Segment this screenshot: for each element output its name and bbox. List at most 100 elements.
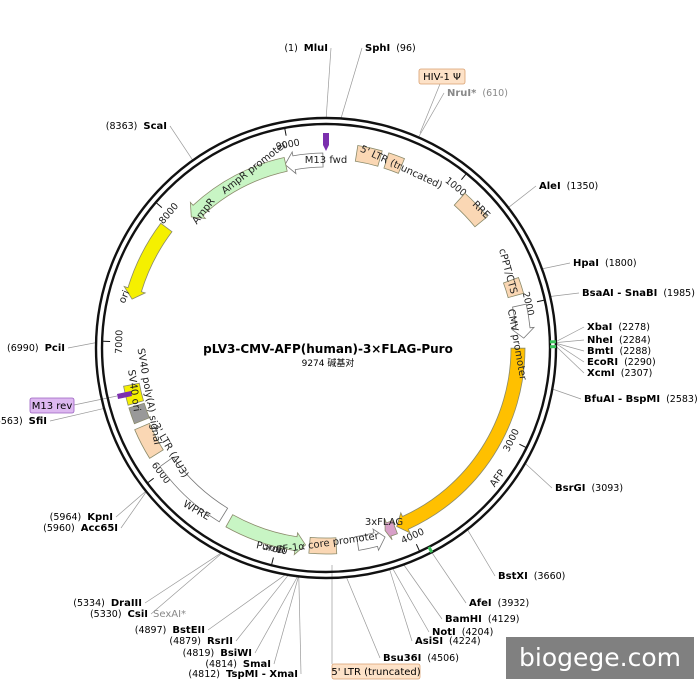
site-name-bsaai-snabi: BsaAI - SnaBI [582,288,657,299]
feature-ef-1a-core-promoter [356,528,386,552]
site-pos-sphi: (96) [396,43,416,54]
leader-nrui [418,92,445,138]
site-name-mlui: MluI [304,43,328,54]
site-bstxi: BstXI (3660) [498,571,565,582]
site-bfuai-bspmi: BfuAI - BspMI (2583) [584,394,698,405]
site-name-smai: SmaI [243,659,271,670]
feature-afp [396,347,526,534]
site-acc65i: (5960)Acc65I [43,523,118,534]
site-pcii: (6990)PciI [7,343,65,354]
tick-label-8000: 8000 [157,201,181,227]
site-name-bsteii: BstEII [172,625,205,636]
feature-5-ltr-truncated-2 [308,536,338,555]
site-name-xbai: XbaI [587,322,612,333]
feature-label-cppt-cts: cPPT/CTS [496,247,519,295]
watermark: biogege.com [506,637,694,679]
leader-bfuai-bspmi [552,388,582,400]
feature-wpre [159,456,229,523]
site-name-afei: AfeI [469,598,492,609]
site-pos-bmti: (2288) [620,346,652,357]
tick-2000 [536,299,544,303]
label-m13-rev-text: M13 rev [32,401,73,412]
site-kpni: (5964)KpnI [50,512,113,523]
leader-sfii [49,408,105,422]
site-pos-bstxi: (3660) [534,571,566,582]
site-pos-alei: (1350) [567,181,599,192]
leader-draiii [144,552,222,604]
site-afei: AfeI(3932) [469,598,529,609]
site-hpai: HpaI(1800) [573,258,637,269]
primer-m13-fwd-arrow [323,133,329,151]
leader-pcii [67,342,97,349]
label-5-ltr-truncated-box [331,663,421,680]
leader-xbai [555,326,585,342]
site-name-xcmi: XcmI [587,368,615,379]
site-name-bmti: BmtI [587,346,614,357]
site-name-tspmi-xmai: TspMI - XmaI [226,669,298,680]
site-leader-lines [49,47,585,675]
site-name-rsrii: RsrII [207,636,233,647]
site-pos-tspmi-xmai: (4812) [188,669,220,680]
site-pos-bsiwi: (4819) [183,648,215,659]
site-pos-bsrgi: (3093) [591,483,623,494]
site-bamhi: BamHI(4129) [445,614,519,625]
site-csii: (5330) CsiI [90,609,148,620]
site-alei: AleI (1350) [539,181,598,192]
site-pos-acc65i: (5960) [43,523,75,534]
site-pos-rsrii: (4879) [169,636,201,647]
leader-rsrii [235,574,289,642]
site-noti: NotI(4204) [432,627,493,638]
site-bsaai-snabi: BsaAI - SnaBI (1985) [582,288,695,299]
site-bsiwi: (4819)BsiWI [183,648,252,659]
site-pos-bsaai-snabi: (1985) [663,288,695,299]
site-name-nrui: NruI* [447,88,477,99]
leader-alei [508,185,537,208]
tick-label-7000: 7000 [114,330,126,355]
leader-bmti [555,342,585,352]
feature-3-ltr-u3 [134,422,164,459]
label-hiv-1-psi-text: HIV-1 Ψ [423,72,461,83]
leader-smai [273,576,299,665]
site-name-alei: AleI [539,181,561,192]
site-pos-scai: (8363) [106,121,138,132]
leader-csii [150,552,223,615]
site-name-sfii: SfiI [29,416,47,427]
leader-kpni [115,490,147,518]
site-name-kpni: KpnI [87,512,113,523]
tick-3000 [519,443,526,448]
site-name-bsrgi: BsrGI [555,483,585,494]
site-pos-draiii: (5334) [73,598,105,609]
site-smai: (4814) SmaI [205,659,271,670]
leader-afei [431,552,467,604]
site-name-sphi: SphI [365,43,390,54]
site-name-bstxi: BstXI [498,571,528,582]
site-pos-smai: (4814) [205,659,237,670]
feature-hiv-1 [383,152,406,174]
site-mlui: (1)MluI [284,43,328,54]
site-scai: (8363) ScaI [106,121,167,132]
feature-layer [117,133,557,556]
label-hiv-1-psi-box [418,68,466,85]
leader-bamhi [403,564,443,620]
site-sphi: SphI (96) [365,43,416,54]
site-bsteii: (4897)BstEII [135,625,205,636]
leader-ecori [555,343,585,363]
site-pos-bfuai-bspmi: (2583) [666,394,698,405]
site-name-nhei: NheI [587,335,613,346]
site-name-ecori: EcoRI [587,357,618,368]
site-pos-hpai: (1800) [605,258,637,269]
site-pos-xbai: (2278) [618,322,650,333]
feature-cppt-cts [502,276,525,299]
primer-m13-rev-arrow [117,391,132,399]
feature-3xflag [384,518,398,541]
leader-tspmi-xmai [298,576,302,675]
site-name-bfuai-bspmi: BfuAI - BspMI [584,394,660,405]
boxed-labels: HIV-1 Ψ5' LTR (truncated)M13 rev [29,68,466,680]
site-pos-bsu36i: (4506) [427,653,459,664]
site-name-scai: ScaI [143,121,167,132]
site-sfii: (6563)SfiI [0,416,47,427]
site-pos-csii: (5330) [90,609,122,620]
tick-8000 [156,202,163,208]
feature-label-afp: AFP [488,468,508,490]
site-name-csii: CsiI [128,609,148,620]
